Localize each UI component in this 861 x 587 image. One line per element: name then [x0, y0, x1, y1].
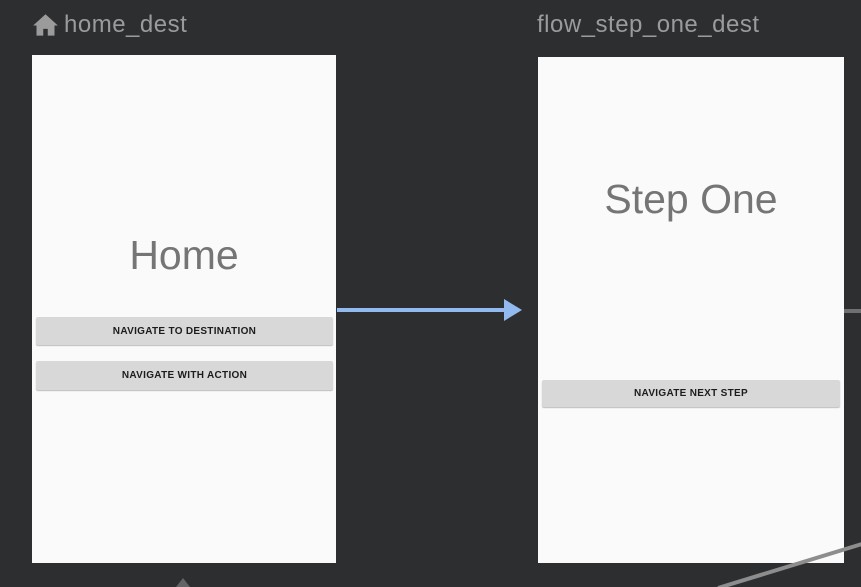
destination-card-flow-step-one-dest[interactable]: Step One NAVIGATE NEXT STEP: [538, 57, 844, 563]
edge-stub-right[interactable]: [844, 309, 861, 313]
destination-header-home-dest[interactable]: home_dest: [32, 9, 187, 41]
preview-button-navigate-next-step: NAVIGATE NEXT STEP: [542, 380, 840, 407]
action-arrow-head-icon[interactable]: [504, 299, 522, 321]
action-arrow-line[interactable]: [337, 308, 505, 312]
screen-title: Step One: [604, 176, 778, 222]
destination-label: home_dest: [64, 11, 188, 38]
destination-header-flow-step-one-dest[interactable]: flow_step_one_dest: [537, 9, 760, 41]
destination-label: flow_step_one_dest: [537, 11, 760, 38]
destination-card-home-dest[interactable]: Home NAVIGATE TO DESTINATION NAVIGATE WI…: [32, 55, 336, 563]
preview-button-navigate-with-action: NAVIGATE WITH ACTION: [36, 361, 333, 390]
home-icon: [32, 12, 59, 39]
preview-button-navigate-to-destination: NAVIGATE TO DESTINATION: [36, 317, 333, 345]
screen-title: Home: [129, 232, 239, 278]
edge-arrowhead-bottom-icon[interactable]: [176, 578, 190, 587]
